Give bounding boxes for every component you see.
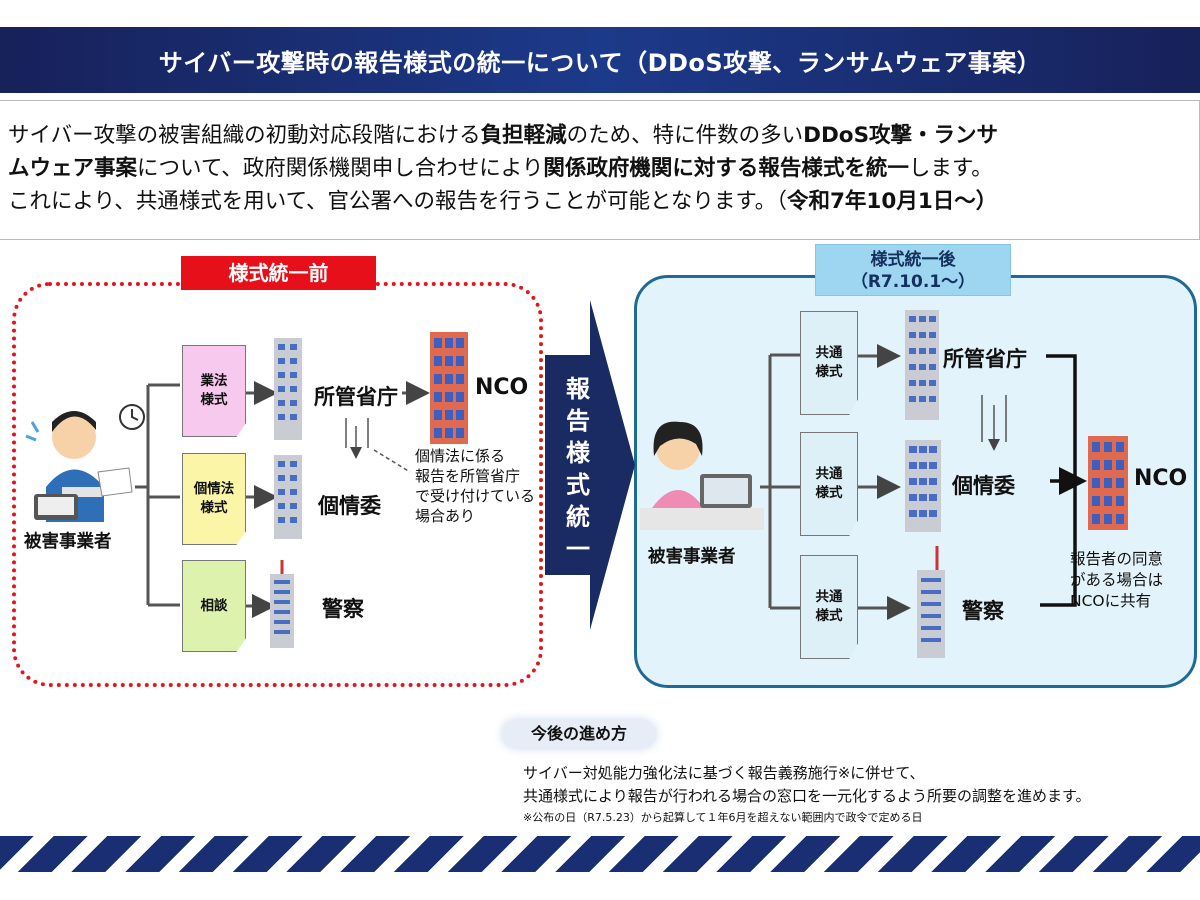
unify-label: 報 告 様 式 統 一 (566, 375, 590, 563)
police-label: 警察 (962, 599, 1004, 623)
stressed-worker-illustration (25, 404, 145, 522)
nco-building-icon (430, 332, 468, 444)
ppc-note: 個情法に係る 報告を所管省庁 で受け付けている 場合あり (415, 447, 536, 525)
common-form-document: 共通 様式 (800, 555, 858, 659)
progress-line-2: 共通様式により報告が行われる場合の窓口を一元化するよう所要の調整を進めます。 (523, 787, 1091, 805)
police-label: 警察 (322, 597, 364, 621)
intro-text-span: サイバー攻撃の被害組織の初動対応段階における (8, 123, 481, 148)
ppc-label: 個情委 (318, 494, 381, 518)
worker-illustration (640, 421, 764, 530)
victim-label-before: 被害事業者 (24, 532, 112, 552)
intro-emphasis: 令和7年10月1日～） (786, 189, 998, 214)
common-form-document: 共通 様式 (800, 311, 858, 415)
page-title: サイバー攻撃時の報告様式の統一について（DDoS攻撃、ランサムウェア事案） (0, 27, 1200, 93)
victim-label-after: 被害事業者 (648, 547, 736, 567)
before-label: 様式統一前 (181, 256, 376, 290)
unify-arrow (545, 300, 635, 630)
decorative-stripe (0, 836, 1200, 872)
intro-line-1: サイバー攻撃の被害組織の初動対応段階における負担軽減のため、特に件数の多いDDo… (8, 119, 1187, 152)
intro-text: サイバー攻撃の被害組織の初動対応段階における負担軽減のため、特に件数の多いDDo… (0, 100, 1200, 240)
after-label: 様式統一後 （R7.10.1～） (815, 244, 1011, 296)
nco-share-note: 報告者の同意 がある場合は NCOに共有 (1070, 550, 1164, 610)
intro-emphasis: 負担軽減 (480, 123, 567, 148)
police-building-icon (270, 560, 294, 648)
intro-line-2: ムウェア事案について、政府関係機関申し合わせにより関係政府機関に対する報告様式を… (8, 152, 1187, 185)
intro-emphasis: ムウェア事案 (8, 156, 138, 181)
intro-text-span: します。 (908, 156, 993, 181)
consult-document: 相談 (182, 560, 246, 652)
intro-text-span: のため、特に件数の多い (566, 123, 804, 148)
ministry-label: 所管省庁 (314, 385, 398, 409)
building-icon (905, 310, 939, 420)
nco-label: NCO (1134, 466, 1188, 491)
progress-line-1: サイバー対処能力強化法に基づく報告義務施行※に併せて、 (523, 764, 925, 782)
nco-label: NCO (475, 375, 529, 400)
intro-text-span: について、政府関係機関申し合わせにより (137, 156, 544, 181)
nco-building-icon (1088, 436, 1128, 530)
ministry-label: 所管省庁 (943, 347, 1027, 371)
intro-text-span: これにより、共通様式を用いて、官公署への報告を行うことが可能となります。（ (8, 189, 787, 214)
progress-text: サイバー対処能力強化法に基づく報告義務施行※に併せて、 共通様式により報告が行わ… (523, 762, 1090, 808)
building-icon (274, 338, 302, 440)
kojo-form-document: 個情法 様式 (182, 453, 246, 545)
footnote: ※公布の日（R7.5.23）から起算して１年6月を超えない範囲内で政令で定める日 (523, 811, 923, 824)
common-form-document: 共通 様式 (800, 432, 858, 536)
intro-emphasis: DDoS攻撃・ランサ (803, 123, 999, 148)
police-building-icon (917, 546, 945, 658)
progress-heading: 今後の進め方 (502, 720, 656, 748)
gyoho-form-document: 業法 様式 (182, 345, 246, 437)
ppc-label: 個情委 (952, 474, 1015, 498)
building-icon (905, 440, 941, 532)
intro-emphasis: 関係政府機関に対する報告様式を統一 (543, 156, 909, 181)
intro-line-3: これにより、共通様式を用いて、官公署への報告を行うことが可能となります。（令和7… (8, 185, 1187, 218)
building-icon (274, 455, 302, 539)
